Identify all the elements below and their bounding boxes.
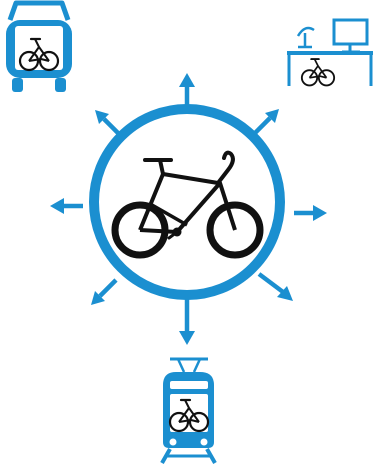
- arrow-down-icon: [179, 299, 195, 345]
- center-circle: [94, 109, 280, 295]
- arrow-right-icon: [294, 205, 327, 221]
- arrow-upper-right-icon: [254, 109, 279, 134]
- arrow-lower-right-icon: [259, 274, 293, 301]
- arrow-lower-left-icon: [91, 280, 116, 305]
- arrow-upper-left-icon: [95, 110, 121, 136]
- folding-bike-icon: [115, 153, 260, 255]
- arrow-left-icon: [50, 198, 83, 214]
- arrow-up-icon: [179, 73, 195, 106]
- train-bike-icon: [162, 359, 215, 463]
- desk-bike-icon: [287, 20, 373, 86]
- car-trunk-bike-icon: [6, 3, 72, 92]
